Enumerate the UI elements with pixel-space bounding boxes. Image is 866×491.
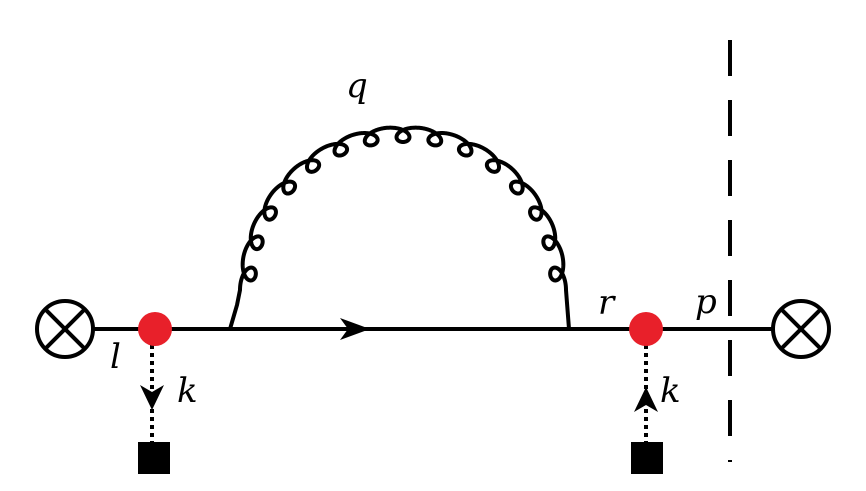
left-exchange-arrow: [140, 385, 164, 410]
cut-momentum-label: p: [695, 282, 717, 322]
left-exchange-momentum-label: k: [177, 371, 198, 411]
right-source-square-icon: [631, 442, 663, 474]
left-operator-circled-times-icon: [35, 299, 95, 359]
right-vertex: [629, 312, 663, 346]
gluon-loop: [228, 125, 571, 331]
right-operator-circled-times-icon: [771, 299, 831, 359]
right-exchange-momentum-label: k: [660, 371, 681, 411]
fermion-arrow: [340, 318, 370, 340]
left-vertex: [138, 312, 172, 346]
left-source-square-icon: [138, 442, 170, 474]
gluon-momentum-label: q: [346, 66, 368, 106]
right-exchange-arrow: [634, 387, 658, 412]
right-vertex-momentum-label: r: [598, 283, 616, 323]
left-quark-momentum-label: l: [110, 337, 121, 377]
